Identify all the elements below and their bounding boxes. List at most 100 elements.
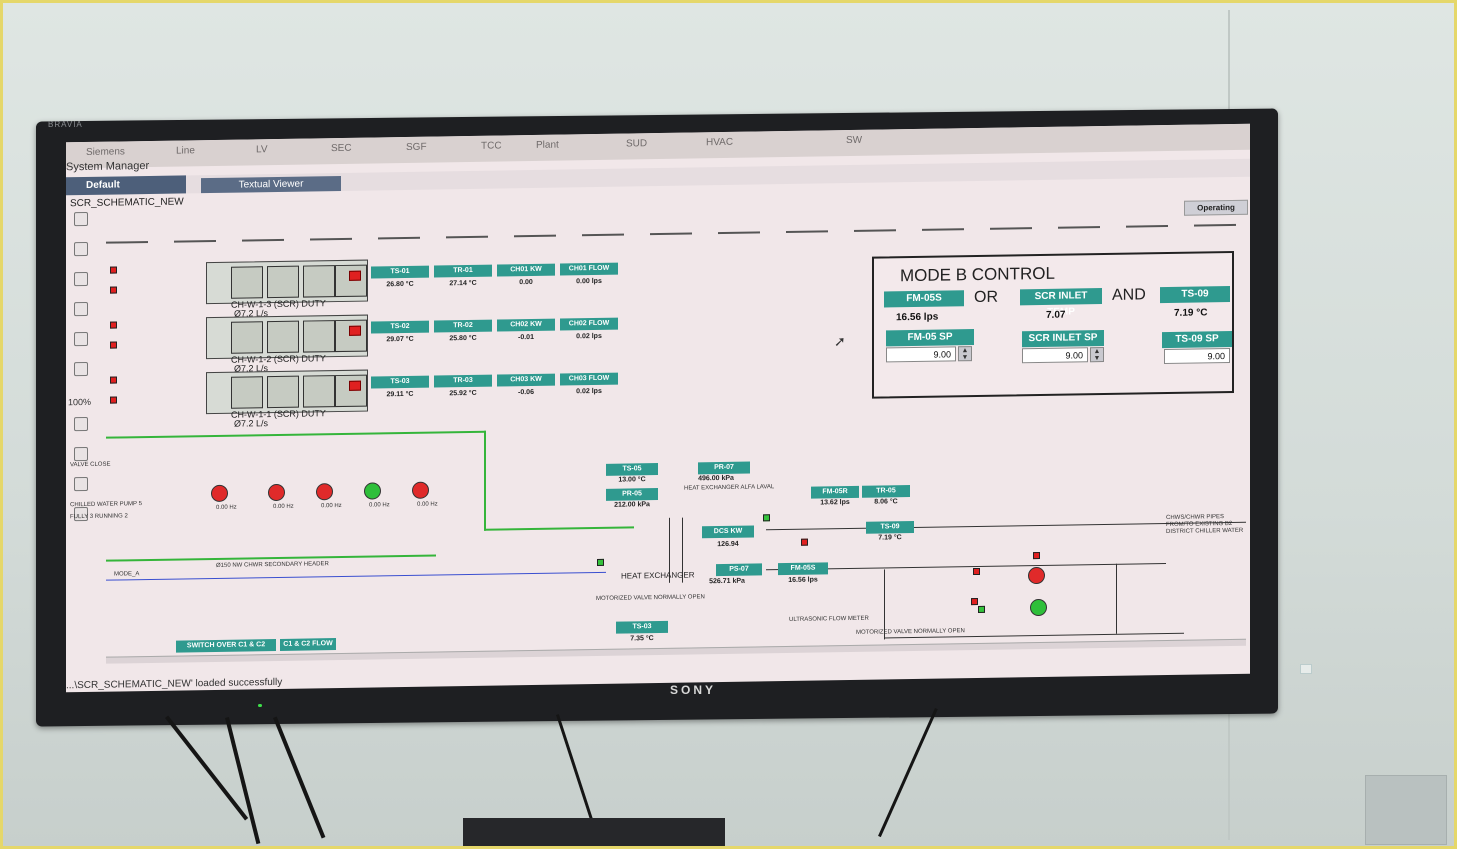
pump-reading: 0.00 Hz (417, 501, 438, 508)
chiller-compressor (267, 265, 299, 299)
chw-pump-3[interactable] (316, 483, 333, 501)
menu-item[interactable]: SW (846, 134, 863, 147)
value-ch01-flow: 0.00 lps (576, 277, 602, 286)
scr-inlet-sp-spinner[interactable]: ▲▼ (1090, 346, 1104, 363)
value-ts05: 13.00 °C (618, 476, 646, 484)
tag-dcs-kw[interactable]: DCS KW (702, 525, 754, 539)
tag-scr-inlet-sp[interactable]: SCR INLET SP (1022, 329, 1104, 348)
chiller-evaporator (303, 375, 335, 408)
operator-and: AND (1112, 286, 1146, 304)
value-fm05r: 13.62 lps (820, 498, 850, 507)
bms-screen: Siemens Line LV SEC SGF TCC Plant SUD HV… (66, 123, 1250, 693)
menu-item[interactable]: SGF (406, 141, 427, 153)
tag-ts02[interactable]: TS-02 (371, 320, 429, 334)
zoom-in-icon[interactable] (74, 271, 88, 287)
tag-ts05[interactable]: TS-05 (606, 463, 658, 476)
pump-reading: 0.00 Hz (321, 502, 342, 510)
menu-item[interactable]: Plant (536, 139, 559, 151)
breadcrumb: SCR_SCHEMATIC_NEW (70, 196, 184, 210)
tag-ts03[interactable]: TS-03 (371, 375, 429, 389)
menu-item[interactable]: Line (176, 145, 195, 157)
district-pump-1[interactable] (1028, 566, 1045, 585)
tag-fm05-sp[interactable]: FM-05 SP (886, 329, 974, 347)
grid-icon[interactable] (74, 476, 88, 492)
tag-ch03-flow[interactable]: CH03 FLOW (560, 372, 618, 386)
tag-scr-inlet-temp[interactable]: SCR INLET TEMP (1020, 288, 1102, 318)
menu-item[interactable]: Siemens (86, 146, 125, 158)
valve-close-note: VALVE CLOSE (70, 461, 111, 469)
chw-pump-2[interactable] (268, 483, 285, 502)
tag-tr03[interactable]: TR-03 (434, 374, 492, 388)
fit-icon[interactable] (74, 331, 88, 347)
menu-item[interactable]: SUD (626, 138, 648, 150)
c1-c2-flow-button[interactable]: C1 & C2 FLOW (280, 638, 336, 651)
switch-over-button[interactable]: SWITCH OVER C1 & C2 (176, 639, 276, 653)
pen-icon[interactable] (74, 211, 88, 227)
valve-status (597, 558, 604, 566)
pump-reading: 0.00 Hz (216, 504, 237, 511)
status-bar-message: ...\SCR_SCHEMATIC_NEW' loaded successful… (66, 676, 283, 692)
tag-ts03-hx[interactable]: TS-03 (616, 620, 668, 634)
chiller-unit[interactable] (206, 314, 368, 360)
chiller-alarm-indicator (349, 325, 361, 336)
chiller-compressor (231, 376, 263, 409)
mouse-cursor-icon: ➚ (834, 333, 846, 350)
alarm-indicator (110, 396, 117, 404)
value-dcs-kw: 126.94 (717, 540, 739, 549)
tv-model-badge: BRAVIA (48, 120, 83, 129)
tag-ch02-flow[interactable]: CH02 FLOW (560, 317, 618, 331)
ts09-sp-input[interactable]: 9.00 (1164, 348, 1230, 365)
tag-ts09[interactable]: TS-09 (1160, 286, 1230, 304)
heat-exchanger-label: HEAT EXCHANGER (621, 570, 695, 581)
tag-ts09-sp[interactable]: TS-09 SP (1162, 330, 1232, 349)
dashed-header-line (106, 223, 1246, 244)
tag-pr05[interactable]: PR-05 (606, 488, 658, 501)
chiller-unit[interactable] (206, 259, 368, 305)
value-ts02: 29.07 °C (386, 335, 414, 344)
operating-button[interactable]: Operating (1184, 199, 1248, 216)
tag-ts01[interactable]: TS-01 (371, 265, 429, 279)
tag-ch02-kw[interactable]: CH02 KW (497, 318, 555, 332)
tag-fm05s-main[interactable]: FM-05S (778, 562, 828, 576)
zoom-out-icon[interactable] (74, 301, 88, 317)
fm05-sp-spinner[interactable]: ▲▼ (958, 346, 972, 362)
chw-pump-1[interactable] (211, 484, 228, 503)
tag-pr07[interactable]: PR-07 (698, 461, 750, 475)
tag-tr05[interactable]: TR-05 (862, 485, 910, 498)
tab-default[interactable]: Default (66, 175, 186, 196)
district-pump-2[interactable] (1030, 598, 1047, 617)
tag-tr02[interactable]: TR-02 (434, 319, 492, 333)
menu-item[interactable]: SEC (331, 142, 352, 155)
secondary-header-note: Ø150 NW CHWR SECONDARY HEADER (216, 561, 329, 569)
valve-status (801, 538, 808, 546)
value-ts09: 7.19 °C (1174, 307, 1208, 319)
menu-item[interactable]: LV (256, 144, 268, 156)
tag-ps07[interactable]: PS-07 (716, 563, 762, 577)
chiller-unit[interactable] (206, 369, 368, 415)
tag-ch01-flow[interactable]: CH01 FLOW (560, 262, 618, 276)
search-icon[interactable] (74, 361, 88, 377)
tag-tr01[interactable]: TR-01 (434, 264, 492, 278)
pan-icon[interactable] (74, 241, 88, 257)
value-ts01: 26.80 °C (386, 280, 414, 289)
layer-icon[interactable] (74, 446, 88, 462)
tag-ch01-kw[interactable]: CH01 KW (497, 263, 555, 277)
menu-item[interactable]: TCC (481, 140, 502, 152)
tab-textual-viewer[interactable]: Textual Viewer (201, 175, 341, 194)
alarm-indicator (110, 376, 117, 384)
tag-ts09-main[interactable]: TS-09 (866, 520, 914, 534)
chw-secondary-pipe (106, 554, 436, 562)
chw-pump-5[interactable] (412, 481, 429, 499)
tag-ch03-kw[interactable]: CH03 KW (497, 373, 555, 387)
menu-item[interactable]: HVAC (706, 136, 734, 149)
chw-supply-pipe (106, 430, 486, 439)
horizontal-scrollbar[interactable] (106, 638, 1246, 664)
tag-fm05s[interactable]: FM-05S (884, 290, 964, 308)
chw-pump-4[interactable] (364, 482, 381, 500)
fm05-sp-input[interactable]: 9.00 (886, 346, 956, 363)
eye-icon[interactable] (74, 416, 88, 432)
valve-status (978, 605, 985, 613)
scr-inlet-sp-input[interactable]: 9.00 (1022, 347, 1088, 364)
tag-fm05r[interactable]: FM-05R (811, 485, 859, 499)
chws-chwr-note: CHWS/CHWR PIPES FROM/TO EXISTING B2 DIST… (1166, 514, 1244, 536)
